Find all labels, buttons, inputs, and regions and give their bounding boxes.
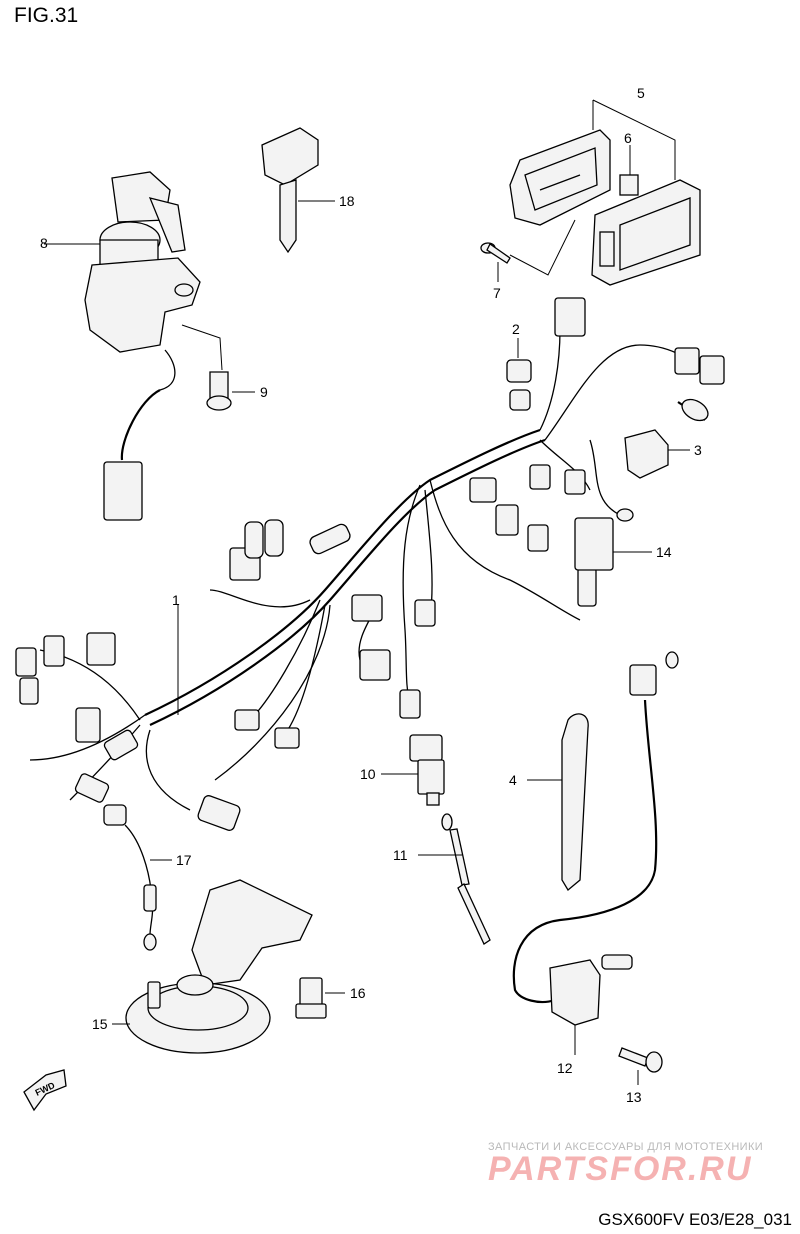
watermark-brand-logo[interactable]: PARTSFOR.RU [488, 1150, 753, 1188]
forward-arrow-icon [23, 1069, 67, 1112]
connector-part-2 [506, 359, 532, 411]
key-part-18 [261, 127, 319, 254]
callout-1: 1 [172, 592, 180, 608]
bolt-part-13 [618, 1047, 663, 1073]
callout-12: 12 [557, 1060, 573, 1076]
screw-part-9 [206, 371, 232, 411]
callout-2: 2 [512, 321, 520, 337]
callout-5: 5 [637, 85, 645, 101]
callout-18: 18 [339, 193, 355, 209]
horn-part-15 [125, 879, 313, 1054]
callout-16: 16 [350, 985, 366, 1001]
callout-10: 10 [360, 766, 376, 782]
callout-15: 15 [92, 1016, 108, 1032]
boot-cover-part-3 [624, 429, 669, 479]
figure-title: FIG.31 [14, 4, 79, 27]
main-harness-part-1 [29, 329, 706, 811]
callout-3: 3 [694, 442, 702, 458]
ignition-switch-part-8 [84, 171, 201, 353]
lead-wire-part-17 [103, 804, 157, 951]
harness-connectors [15, 297, 725, 831]
spring-rod-part-11 [441, 813, 491, 945]
clamp-band-part-4 [561, 713, 589, 891]
screw-part-7 [480, 242, 511, 264]
callout-4: 4 [509, 772, 517, 788]
callout-11: 11 [393, 847, 408, 863]
callout-14: 14 [656, 544, 672, 560]
relay-part-14 [574, 517, 614, 571]
callout-13: 13 [626, 1089, 642, 1105]
ecu-bracket-part-5 [509, 129, 611, 226]
callout-6: 6 [624, 130, 632, 146]
callout-17: 17 [176, 852, 192, 868]
bolt-part-16 [295, 977, 327, 1019]
callout-9: 9 [260, 384, 268, 400]
watermark-tagline: ЗАПЧАСТИ И АКСЕССУАРЫ ДЛЯ МОТОТЕХНИКИ [488, 1141, 764, 1153]
figure-code: GSX600FV E03/E28_031 [598, 1210, 792, 1229]
ecu-unit-part-6 [591, 174, 701, 286]
switch-part-10 [409, 734, 445, 806]
callout-8: 8 [40, 235, 48, 251]
sensor-part-12 [512, 651, 679, 1026]
callout-7: 7 [493, 285, 501, 301]
